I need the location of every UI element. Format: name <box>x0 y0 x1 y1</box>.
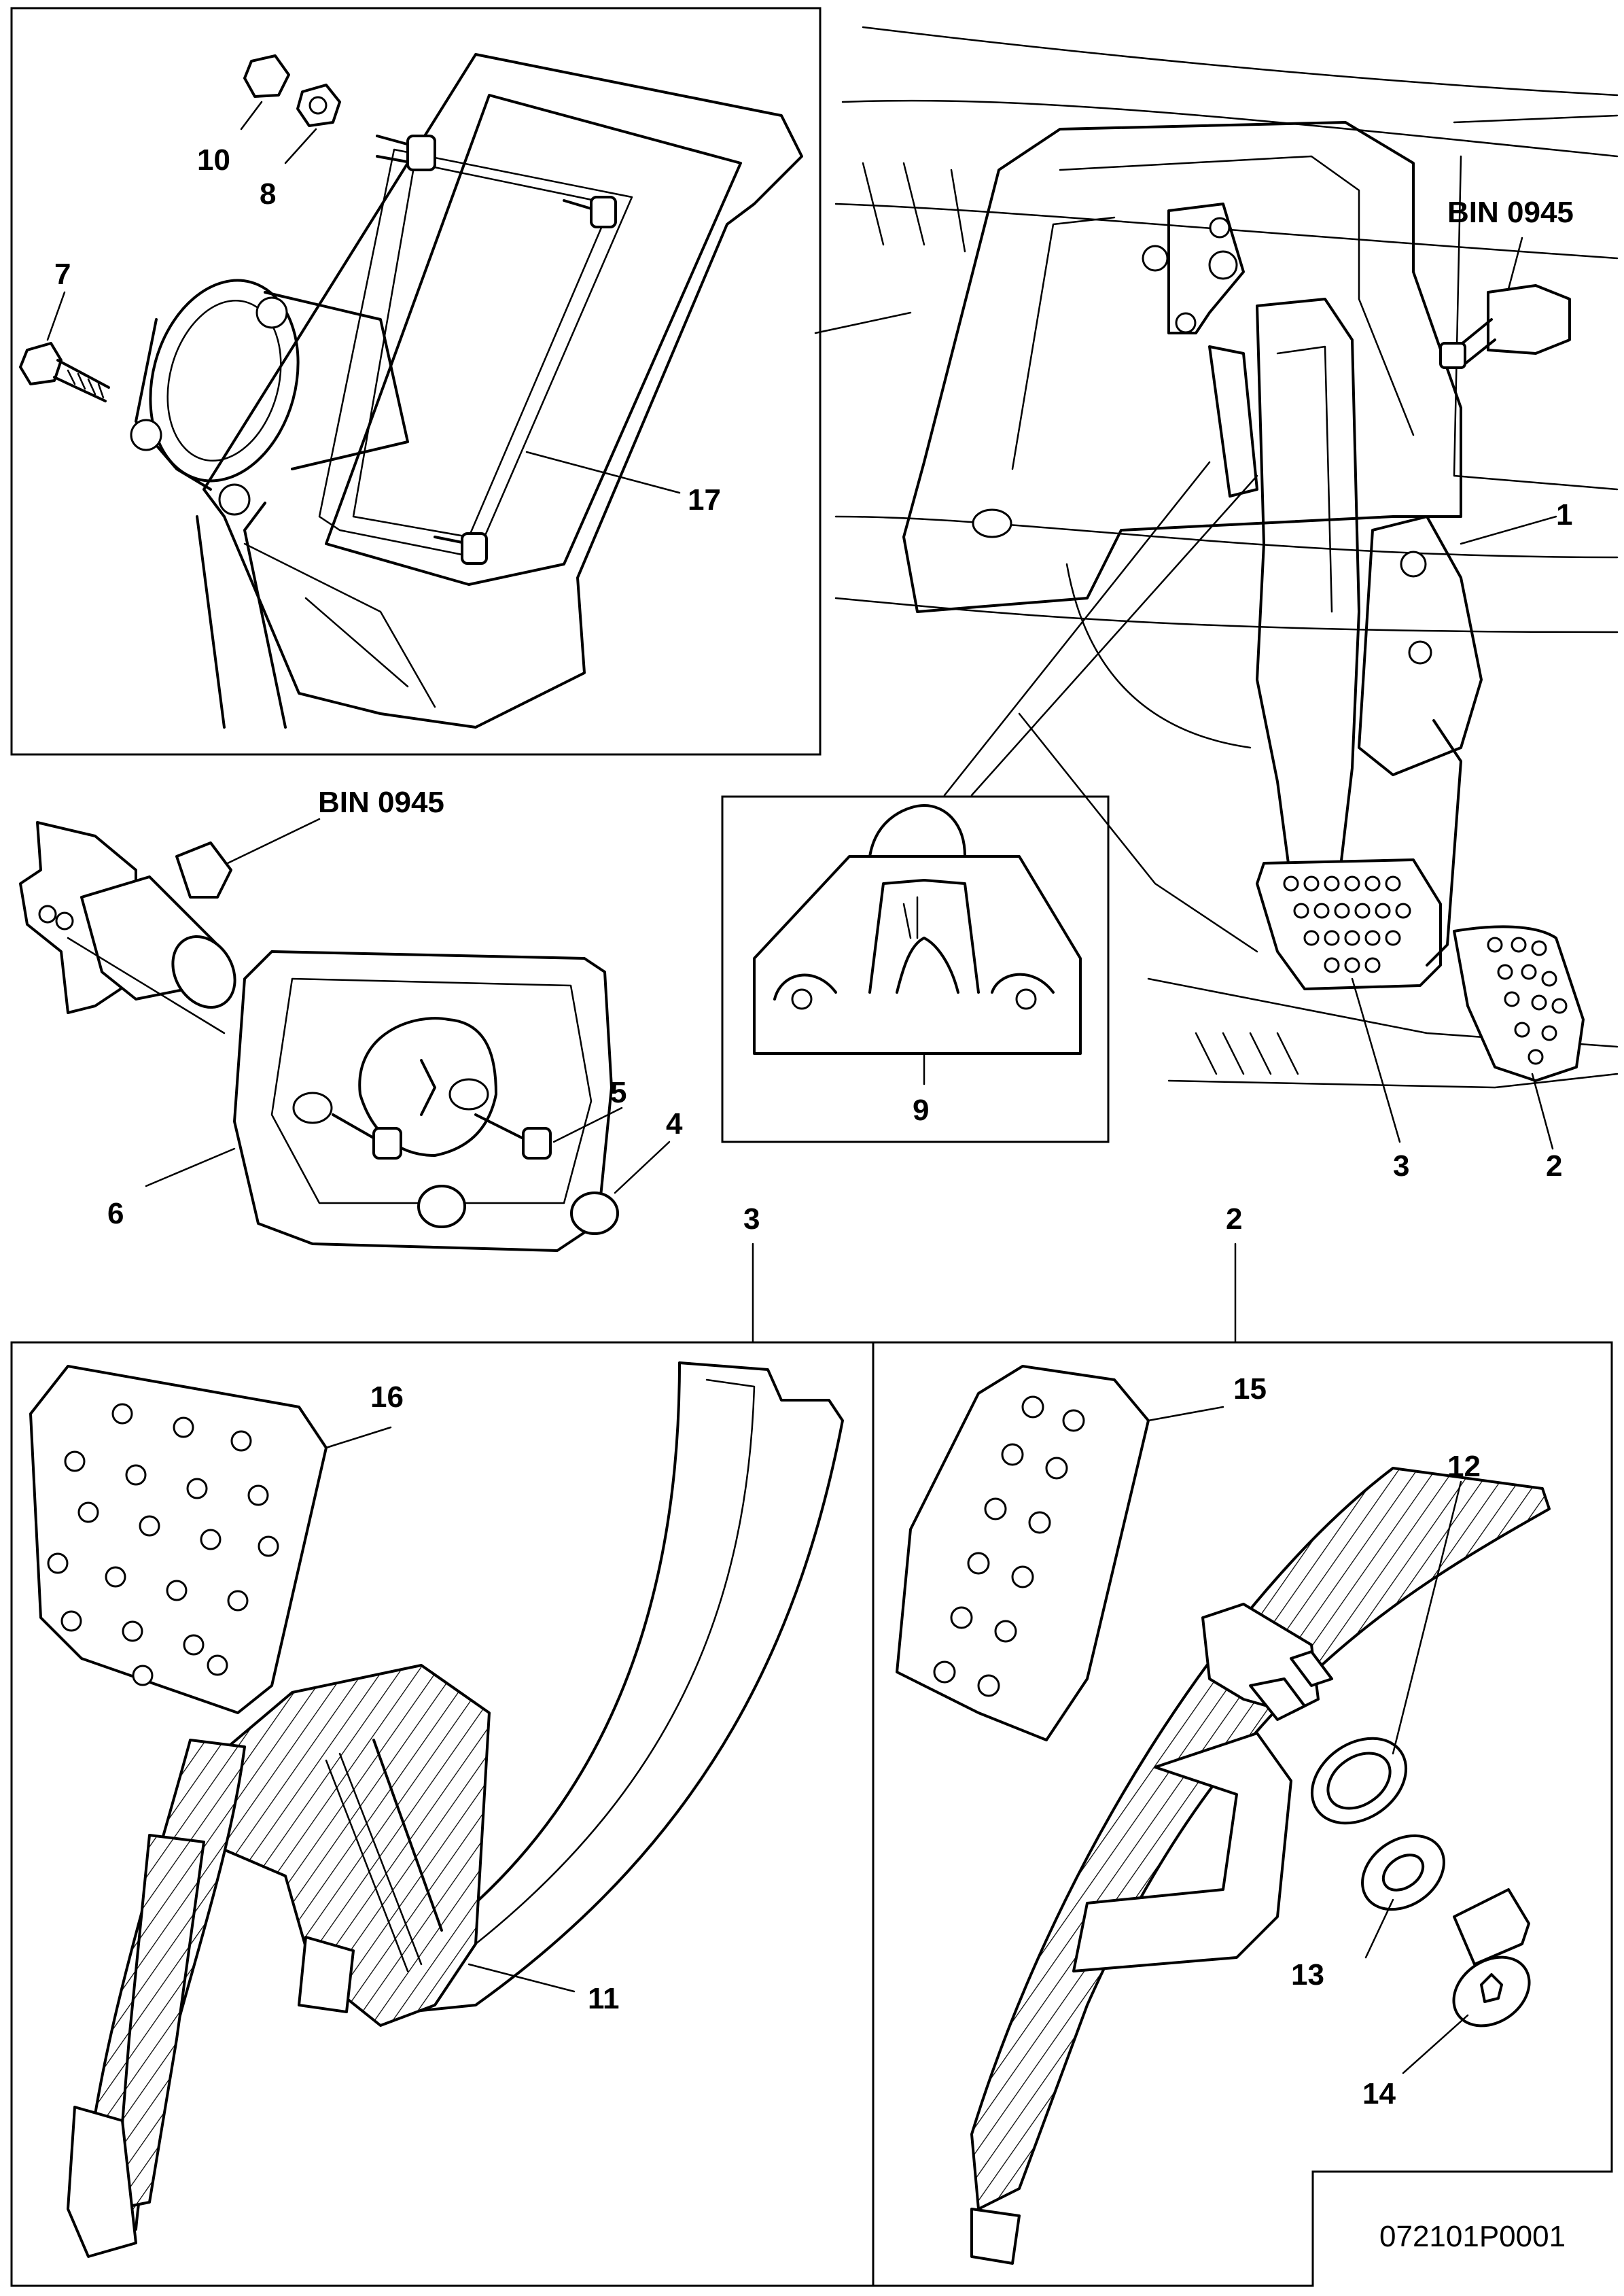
callout-16: 16 <box>370 1380 404 1414</box>
brake-pad-detail-studs <box>47 1403 279 1686</box>
callout-14: 14 <box>1362 2077 1396 2110</box>
bin-label-left: BIN 0945 <box>318 786 444 819</box>
callout-8: 8 <box>260 177 276 211</box>
callout-4: 4 <box>666 1107 683 1141</box>
callout-3-top: 3 <box>1393 1149 1409 1183</box>
accel-pad-detail-studs <box>933 1395 1085 1697</box>
bin-label-top: BIN 0945 <box>1447 196 1574 229</box>
accel-pad-studs <box>1487 937 1568 1065</box>
callout-15: 15 <box>1233 1372 1267 1406</box>
panel-frame-bottom-right <box>872 1341 1613 2287</box>
callout-5: 5 <box>610 1076 626 1109</box>
callout-2-mid: 2 <box>1226 1202 1242 1236</box>
callout-9: 9 <box>913 1094 929 1127</box>
brake-pedal-section-panel: 16 11 <box>10 1341 875 2287</box>
cap-nut-shape <box>243 54 290 98</box>
accelerator-pedal-section-panel: 15 12 13 14 <box>872 1341 1613 2287</box>
callout-3-mid: 3 <box>743 1202 760 1236</box>
callout-12: 12 <box>1447 1450 1481 1483</box>
callout-2-top: 2 <box>1546 1149 1562 1183</box>
pedal-box-overview: BIN 0945 1 3 2 <box>814 26 1619 1183</box>
callout-17: 17 <box>688 483 721 517</box>
callout-10: 10 <box>197 143 230 177</box>
detail-9-frame <box>721 795 1110 1143</box>
panel-connectors: 3 2 <box>743 1202 1242 1344</box>
bolt-head-shape <box>19 342 63 385</box>
callout-13: 13 <box>1291 1958 1324 1991</box>
housing-detail-panel: 10 8 7 17 <box>10 7 822 756</box>
callout-6: 6 <box>107 1197 124 1230</box>
callout-7: 7 <box>54 258 71 291</box>
callout-11: 11 <box>588 1982 620 2015</box>
drawing-number: 072101P0001 <box>1379 2220 1566 2253</box>
panel-frame-top-left <box>10 7 822 756</box>
switch-and-cover-group: BIN 0945 5 4 6 <box>19 786 683 1252</box>
brake-pad-studs <box>1283 875 1411 973</box>
detail-9-inset: 9 <box>721 795 1110 1143</box>
callout-1: 1 <box>1556 498 1572 532</box>
